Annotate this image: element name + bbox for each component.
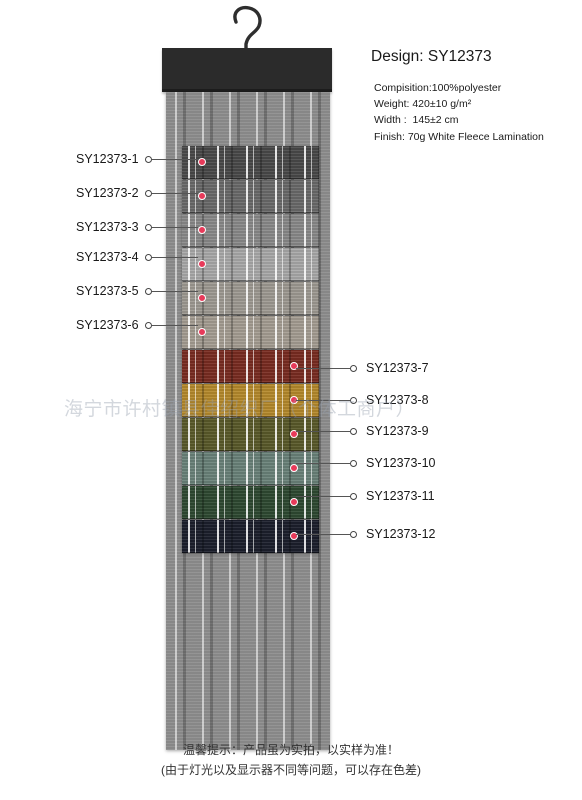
connector-endpoint-icon	[350, 365, 357, 372]
connector-line	[296, 431, 350, 432]
connector-line	[296, 496, 350, 497]
fabric-swatch	[182, 248, 319, 281]
marker-pin-icon	[290, 362, 298, 370]
connector-endpoint-icon	[145, 190, 152, 197]
connector-endpoint-icon	[145, 254, 152, 261]
connector-endpoint-icon	[350, 493, 357, 500]
connector-line	[152, 193, 198, 194]
marker-pin-icon	[198, 260, 206, 268]
fabric-swatch	[182, 520, 319, 553]
fabric-swatch	[182, 418, 319, 451]
swatch-code-label: SY12373-2	[76, 186, 139, 200]
marker-pin-icon	[290, 430, 298, 438]
sample-header-card	[162, 48, 332, 92]
connector-endpoint-icon	[350, 428, 357, 435]
spec-finish: Finish: 70g White Fleece Lamination	[374, 131, 544, 143]
fabric-swatch	[182, 384, 319, 417]
marker-pin-icon	[290, 464, 298, 472]
connector-line	[152, 159, 198, 160]
swatch-code-label: SY12373-1	[76, 152, 139, 166]
connector-line	[296, 400, 350, 401]
connector-endpoint-icon	[145, 156, 152, 163]
connector-endpoint-icon	[145, 322, 152, 329]
hanger-hook-icon	[233, 5, 262, 52]
connector-line	[296, 368, 350, 369]
connector-endpoint-icon	[145, 224, 152, 231]
connector-line	[296, 534, 350, 535]
marker-pin-icon	[198, 158, 206, 166]
marker-pin-icon	[290, 532, 298, 540]
marker-pin-icon	[198, 226, 206, 234]
spec-weight: Weight: 420±10 g/m²	[374, 98, 472, 110]
marker-pin-icon	[198, 328, 206, 336]
swatch-code-label: SY12373-6	[76, 318, 139, 332]
spec-composition: Compisition:100%polyester	[374, 82, 502, 94]
fabric-swatch	[182, 180, 319, 213]
connector-line	[152, 227, 198, 228]
swatch-code-label: SY12373-8	[366, 393, 429, 407]
connector-endpoint-icon	[350, 460, 357, 467]
swatch-code-label: SY12373-4	[76, 250, 139, 264]
design-title: Design: SY12373	[371, 48, 492, 65]
connector-line	[296, 463, 350, 464]
connector-endpoint-icon	[145, 288, 152, 295]
footer-notice: 温馨提示：产品虽为实拍，以实样为准！	[182, 743, 399, 757]
marker-pin-icon	[198, 294, 206, 302]
fabric-swatch	[182, 214, 319, 247]
fabric-swatch	[182, 486, 319, 519]
fabric-swatch	[182, 350, 319, 383]
fabric-swatch	[182, 282, 319, 315]
company-watermark: 海宁市许村镇县佳绍织厂（个体工商户）	[64, 399, 416, 420]
marker-pin-icon	[290, 498, 298, 506]
connector-line	[152, 257, 198, 258]
fabric-swatch	[182, 452, 319, 485]
footer-disclaimer: (由于灯光以及显示器不同等问题，可以存在色差)	[161, 763, 421, 777]
connector-line	[152, 325, 198, 326]
swatch-code-label: SY12373-7	[366, 361, 429, 375]
fabric-swatch	[182, 146, 319, 179]
swatch-code-label: SY12373-10	[366, 456, 436, 470]
connector-endpoint-icon	[350, 397, 357, 404]
marker-pin-icon	[198, 192, 206, 200]
swatch-code-label: SY12373-3	[76, 220, 139, 234]
swatch-code-label: SY12373-5	[76, 284, 139, 298]
connector-endpoint-icon	[350, 531, 357, 538]
connector-line	[152, 291, 198, 292]
swatch-code-label: SY12373-11	[366, 489, 435, 503]
swatch-code-label: SY12373-9	[366, 424, 429, 438]
fabric-swatch	[182, 316, 319, 349]
swatch-code-label: SY12373-12	[366, 527, 436, 541]
spec-width: Width : 145±2 cm	[374, 114, 459, 126]
